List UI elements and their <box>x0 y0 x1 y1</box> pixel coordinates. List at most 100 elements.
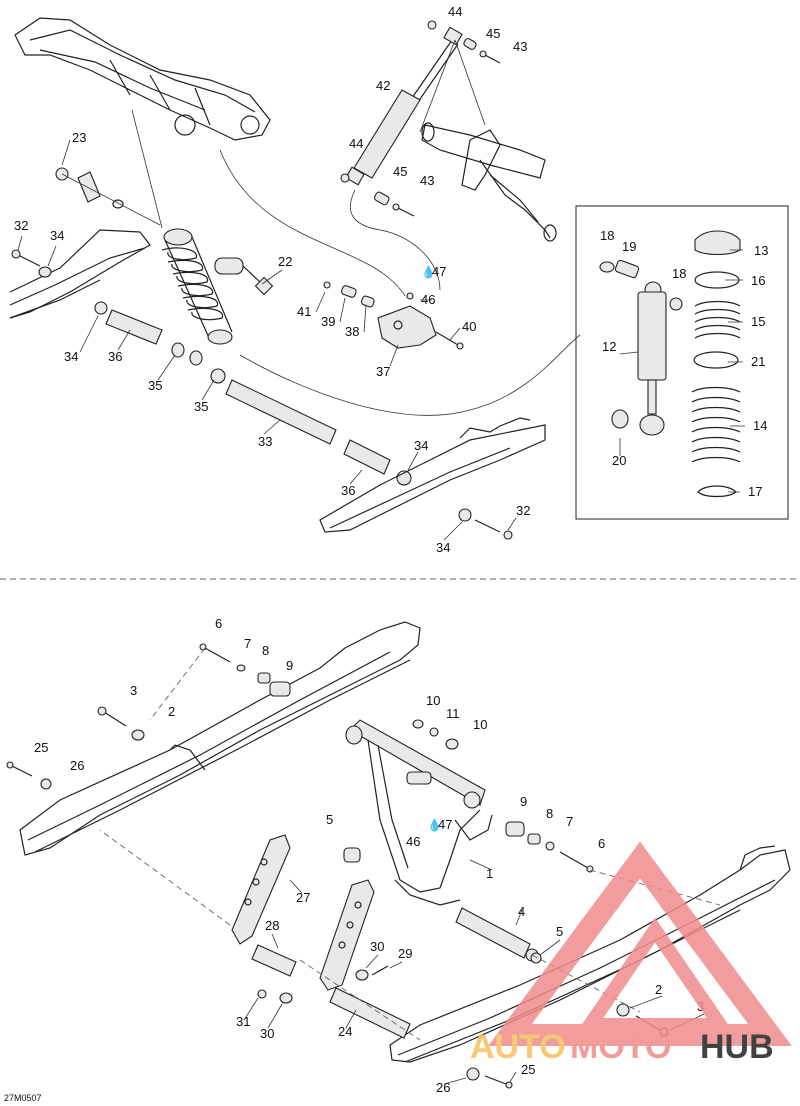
shaft-24 <box>329 987 411 1039</box>
label-43: 43 <box>513 39 527 54</box>
bracket-37 <box>323 281 464 350</box>
label-34: 34 <box>414 438 428 453</box>
label-leader-lines <box>17 139 745 1085</box>
label-15: 15 <box>751 314 765 329</box>
label-47: 47 <box>438 817 452 832</box>
links-27 <box>231 834 375 991</box>
label-44: 44 <box>448 4 462 19</box>
label-32: 32 <box>14 218 28 233</box>
label-9: 9 <box>286 658 293 673</box>
label-10: 10 <box>426 693 440 708</box>
label-2: 2 <box>655 982 662 997</box>
label-29: 29 <box>398 946 412 961</box>
label-24: 24 <box>338 1024 352 1039</box>
label-23: 23 <box>72 130 86 145</box>
label-40: 40 <box>462 319 476 334</box>
label-19: 19 <box>622 239 636 254</box>
label-5: 5 <box>326 812 333 827</box>
label-33: 33 <box>258 434 272 449</box>
label-7: 7 <box>244 636 251 651</box>
shaft-33 <box>225 379 412 486</box>
label-39: 39 <box>321 314 335 329</box>
label-2: 2 <box>168 704 175 719</box>
label-41: 41 <box>297 304 311 319</box>
label-3: 3 <box>130 683 137 698</box>
oil-drop-icon: 💧 <box>421 265 436 279</box>
label-35: 35 <box>148 378 162 393</box>
label-25: 25 <box>521 1062 535 1077</box>
shaft-28 <box>251 944 297 977</box>
label-30: 30 <box>370 939 384 954</box>
label-47: 47 <box>432 264 446 279</box>
rear-arm-1 <box>345 719 493 906</box>
label-18: 18 <box>600 228 614 243</box>
label-17: 17 <box>748 484 762 499</box>
label-6: 6 <box>598 836 605 851</box>
label-1: 1 <box>486 866 493 881</box>
label-28: 28 <box>265 918 279 933</box>
slide-rail-left-top <box>9 229 151 319</box>
label-34: 34 <box>64 349 78 364</box>
hardware-44-45-43-lower <box>340 173 415 217</box>
label-38: 38 <box>345 324 359 339</box>
hardware-29-31 <box>257 965 389 1004</box>
label-10: 10 <box>473 717 487 732</box>
bolt-25-washer-26-right <box>466 1067 513 1089</box>
label-35: 35 <box>194 399 208 414</box>
label-8: 8 <box>546 806 553 821</box>
label-26: 26 <box>436 1080 450 1095</box>
label-42: 42 <box>376 78 390 93</box>
hardware-10-11 <box>412 719 459 750</box>
label-22: 22 <box>278 254 292 269</box>
label-46: 46 <box>421 292 435 307</box>
label-31: 31 <box>236 1014 250 1029</box>
label-13: 13 <box>754 243 768 258</box>
part-labels: 44 45 43 42 44 45 43 23 32 34 22 47 46 4… <box>14 4 768 1095</box>
label-21: 21 <box>751 354 765 369</box>
label-6: 6 <box>215 616 222 631</box>
watermark-auto: AUTO <box>470 1028 566 1066</box>
label-34: 34 <box>436 540 450 555</box>
label-20: 20 <box>612 453 626 468</box>
oil-drop-icon: 💧 <box>427 818 442 832</box>
bushing-23 <box>55 167 161 226</box>
label-36: 36 <box>108 349 122 364</box>
frame-assembly <box>14 17 271 141</box>
label-37: 37 <box>376 364 390 379</box>
label-11: 11 <box>446 706 460 721</box>
hardware-44-45-43-top <box>427 20 501 64</box>
label-18: 18 <box>672 266 686 281</box>
label-27: 27 <box>296 890 310 905</box>
shaft-4 <box>455 907 531 959</box>
hardware-6-9-upper <box>199 643 291 697</box>
watermark-moto: MOTO <box>570 1028 671 1066</box>
watermark-hub: HUB <box>700 1028 774 1066</box>
label-26: 26 <box>70 758 84 773</box>
label-25: 25 <box>34 740 48 755</box>
slide-rail-left <box>19 621 421 856</box>
label-30: 30 <box>260 1026 274 1041</box>
slide-rail-right-top <box>319 417 546 540</box>
label-16: 16 <box>751 273 765 288</box>
spacer-5-left <box>343 847 361 863</box>
label-45: 45 <box>393 164 407 179</box>
label-12: 12 <box>602 339 616 354</box>
label-32: 32 <box>516 503 530 518</box>
bolt-3-washer-2-left <box>97 706 145 741</box>
watermark-logo: AUTO MOTO HUB <box>470 841 792 1066</box>
label-14: 14 <box>753 418 767 433</box>
label-7: 7 <box>566 814 573 829</box>
rear-shock-spring <box>161 228 274 345</box>
label-34: 34 <box>50 228 64 243</box>
label-5: 5 <box>556 924 563 939</box>
label-36: 36 <box>341 483 355 498</box>
hardware-6-9-lower <box>505 821 594 873</box>
label-9: 9 <box>520 794 527 809</box>
bolt-25-washer-26-left <box>6 761 52 790</box>
label-45: 45 <box>486 26 500 41</box>
spacer-36-35 <box>94 301 226 384</box>
label-8: 8 <box>262 643 269 658</box>
label-43: 43 <box>420 173 434 188</box>
front-arm-assembly <box>421 122 557 242</box>
